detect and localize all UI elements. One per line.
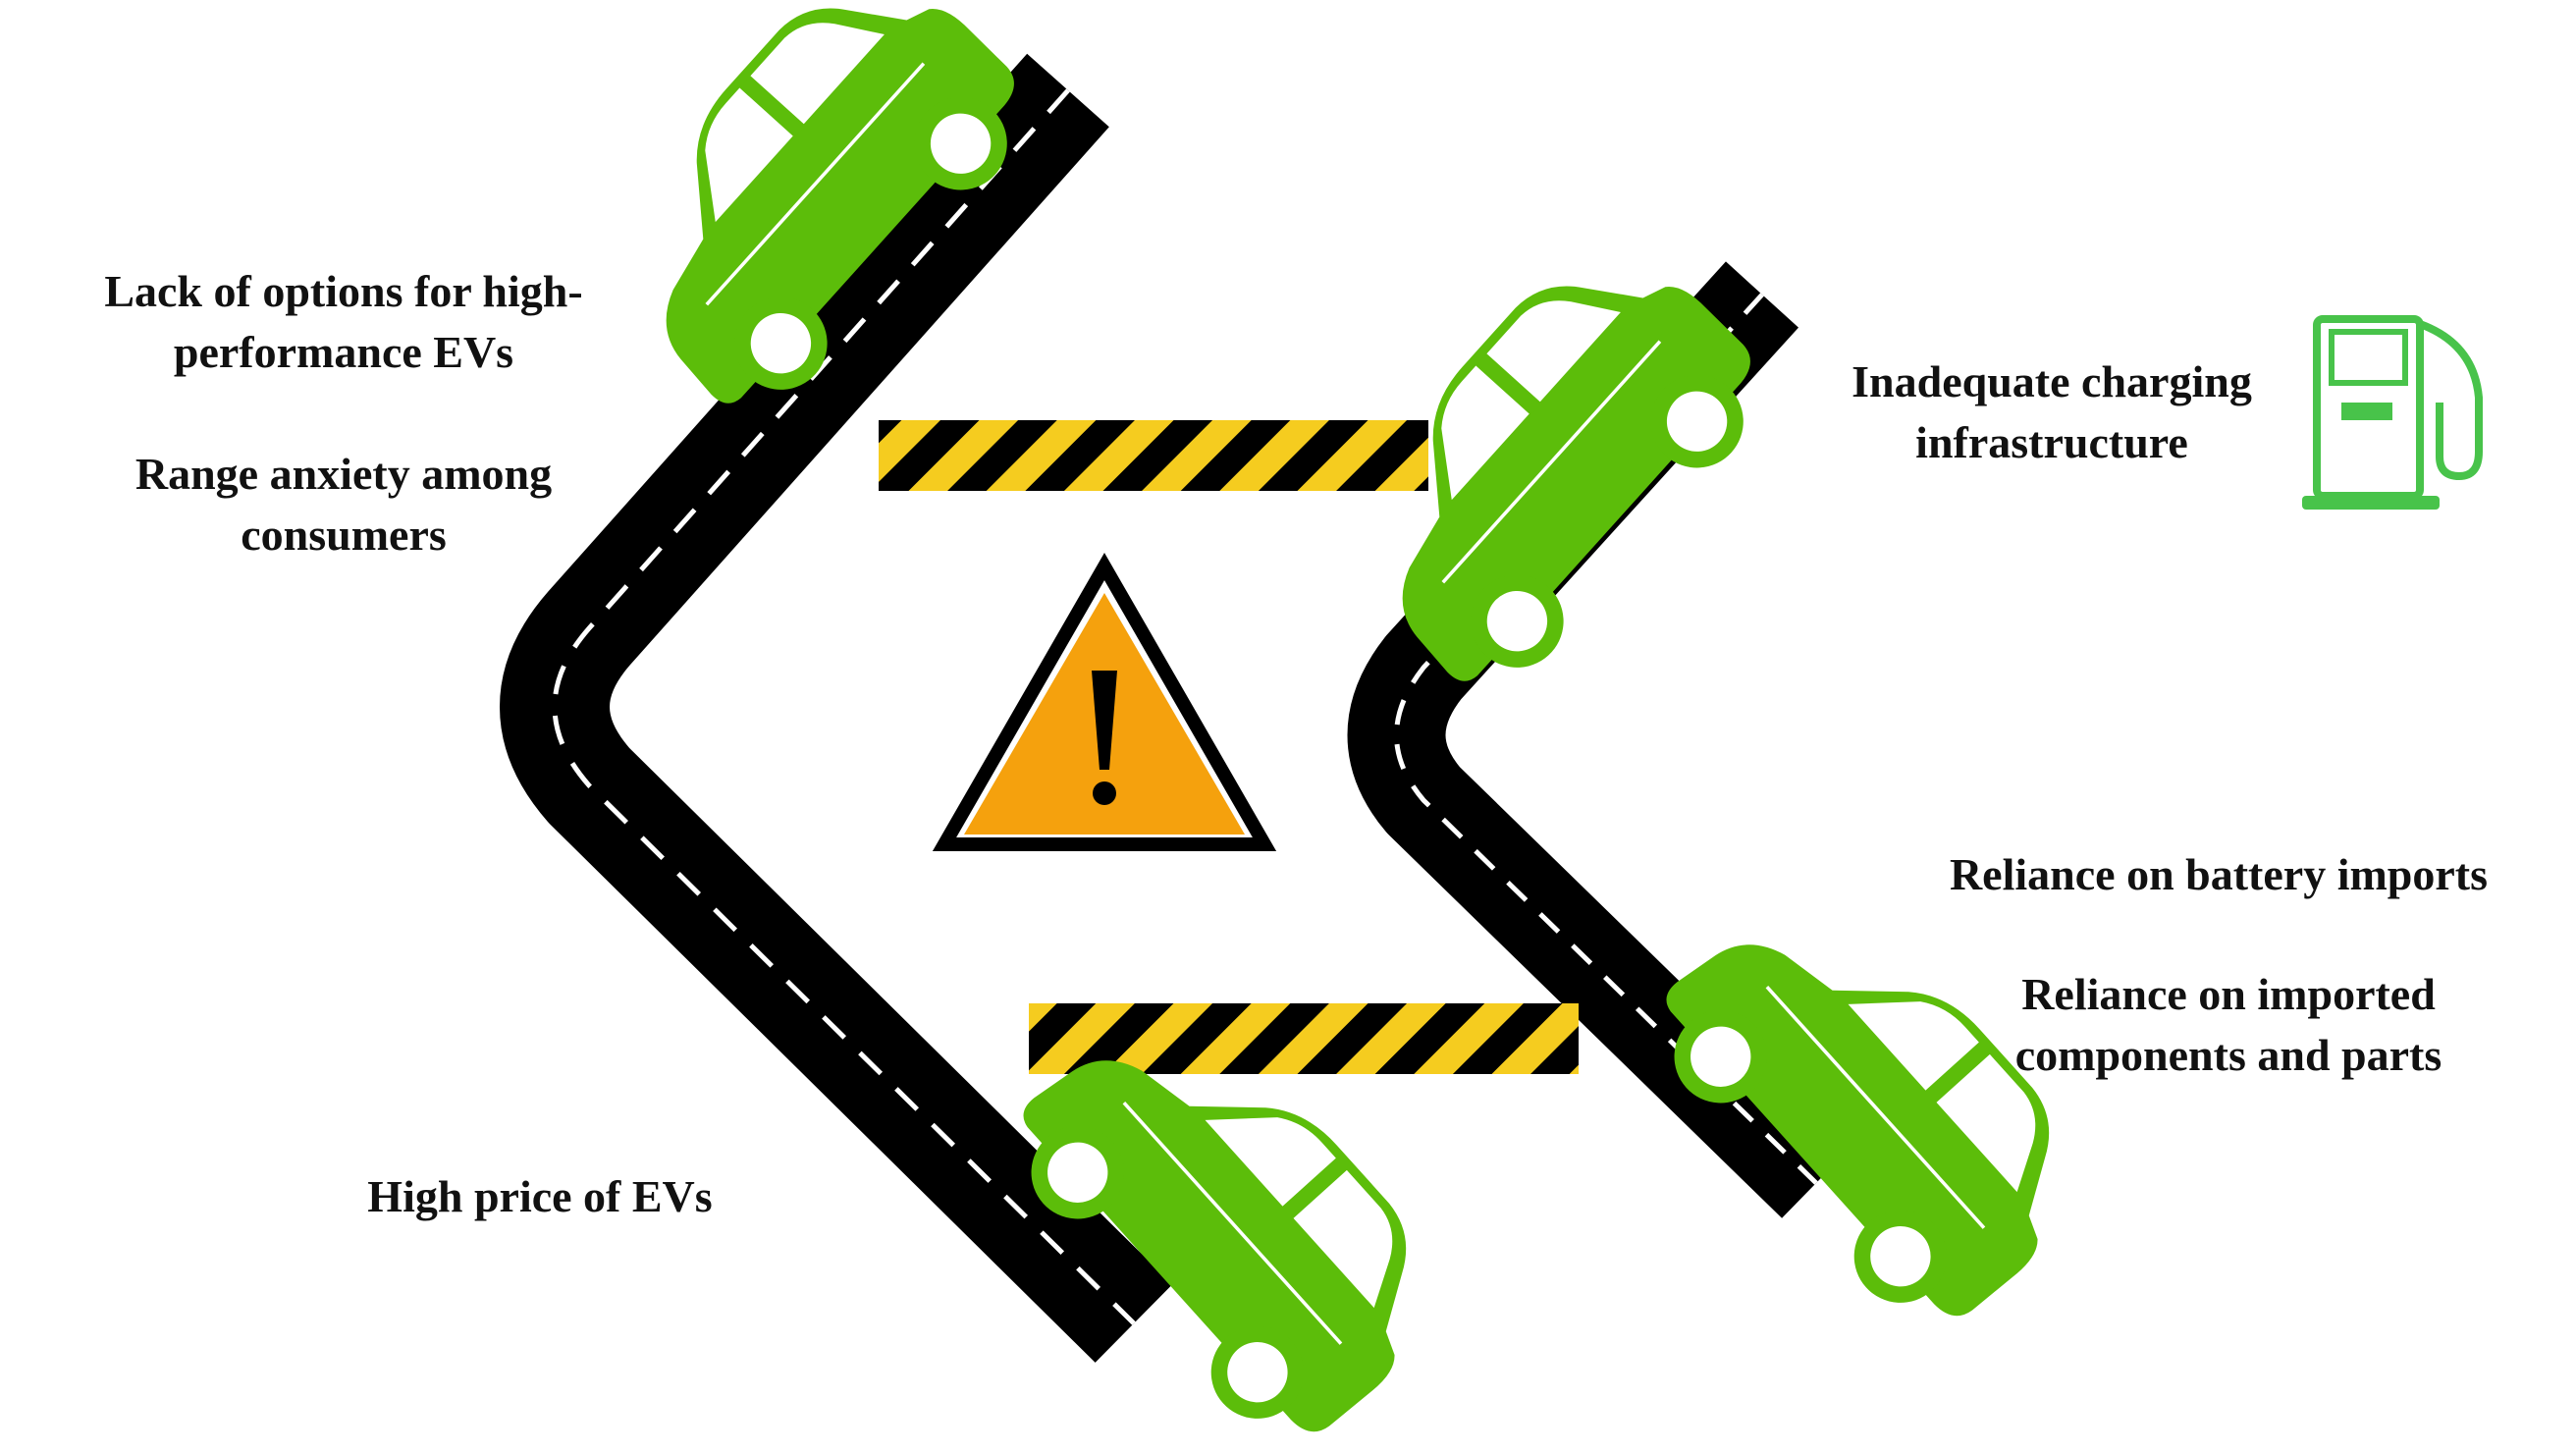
label-battery-imports: Reliance on battery imports xyxy=(1885,844,2552,905)
top-barrier xyxy=(879,420,1428,491)
label-battery-imports-text: Reliance on battery imports xyxy=(1949,849,2489,899)
label-imported-components-line2: components and parts xyxy=(2014,1030,2442,1080)
label-range-anxiety: Range anxiety among consumers xyxy=(49,444,638,565)
label-imported-components: Reliance on imported components and part… xyxy=(1895,964,2562,1086)
label-charging-infrastructure: Inadequate charging infrastructure xyxy=(1797,351,2307,473)
left-road xyxy=(500,53,1173,1363)
right-road xyxy=(1347,261,1851,1218)
label-lack-of-options: Lack of options for high- performance EV… xyxy=(49,261,638,383)
label-range-anxiety-line1: Range anxiety among xyxy=(134,449,553,499)
label-lack-of-options-line2: performance EVs xyxy=(173,327,514,377)
warning-triangle-icon xyxy=(932,552,1277,851)
label-high-price-text: High price of EVs xyxy=(367,1171,713,1221)
label-high-price: High price of EVs xyxy=(295,1166,785,1227)
label-imported-components-line1: Reliance on imported xyxy=(2021,969,2436,1019)
label-charging-line1: Inadequate charging xyxy=(1852,356,2252,406)
fuel-pump-icon xyxy=(2302,315,2483,510)
label-charging-line2: infrastructure xyxy=(1915,417,2188,467)
label-lack-of-options-line1: Lack of options for high- xyxy=(104,266,583,316)
label-range-anxiety-line2: consumers xyxy=(241,510,447,560)
